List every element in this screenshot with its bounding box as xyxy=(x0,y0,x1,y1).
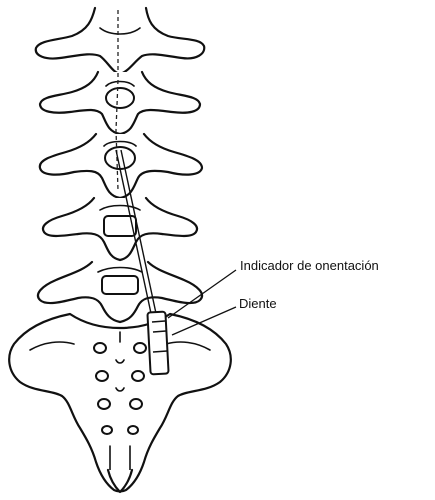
sacrum-pelvis xyxy=(9,314,231,492)
orientation-indicator-label: Indicador de onentación xyxy=(240,258,379,273)
vertebra-l4 xyxy=(43,198,197,260)
vertebra-l5 xyxy=(38,262,202,322)
needle-hub xyxy=(147,312,168,375)
vertebra-l3 xyxy=(40,134,202,198)
tooth-label: Diente xyxy=(239,296,277,311)
vertebra-l2 xyxy=(40,72,200,134)
vertebra-l1 xyxy=(36,8,204,74)
